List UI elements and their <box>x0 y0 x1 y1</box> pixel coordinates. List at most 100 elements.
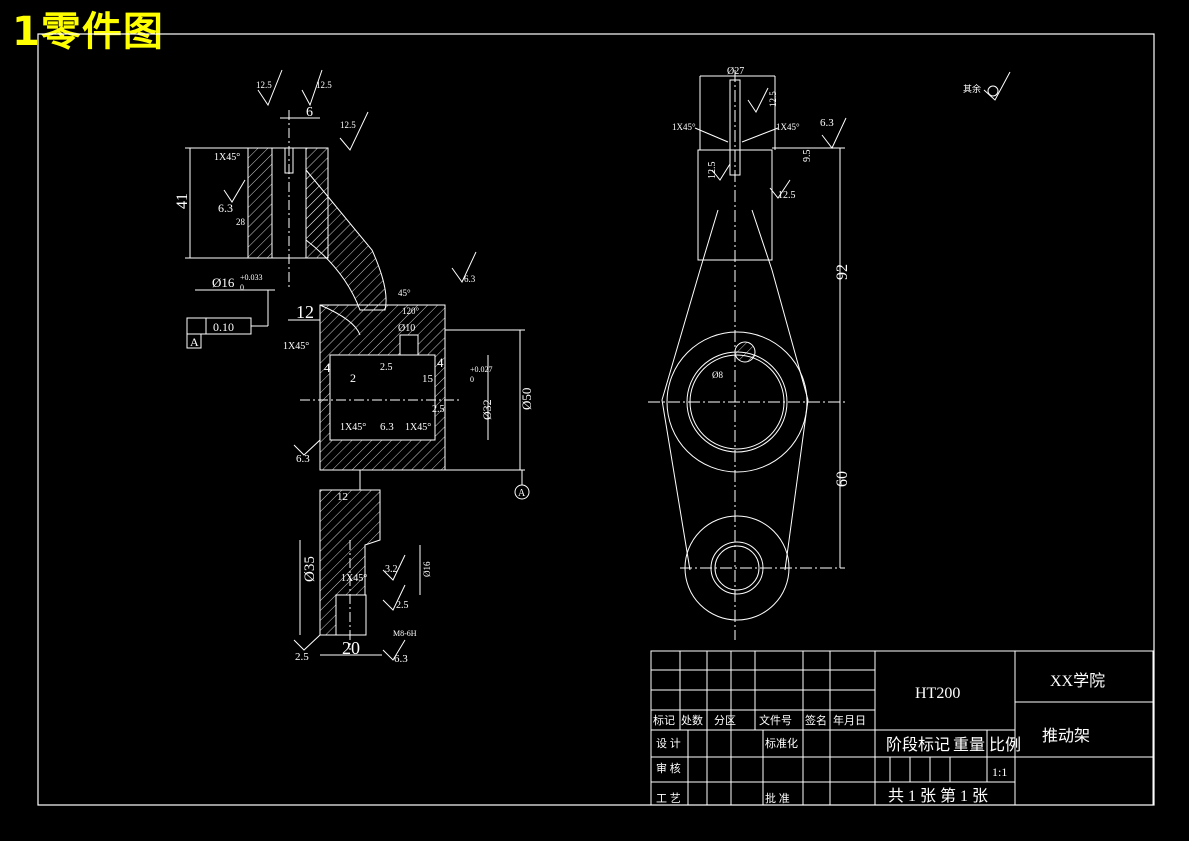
dim-4-left: 4 <box>324 360 331 375</box>
chamfer-4: 1X45° <box>405 422 431 433</box>
roughness-label: 6.3 <box>464 274 476 284</box>
header-count: 处数 <box>681 714 703 727</box>
dim-2: 2 <box>350 371 356 385</box>
standard-label: 标准化 <box>765 736 798 750</box>
roughness-label: 6.3 <box>820 117 834 129</box>
school-name: XX学院 <box>1050 672 1105 690</box>
roughness-symbol <box>382 584 406 611</box>
roughness-label: 6.3 <box>394 653 408 665</box>
roughness-symbol <box>382 639 406 661</box>
roughness-label: 2.5 <box>295 651 309 663</box>
header-file-no: 文件号 <box>759 713 792 727</box>
dim-12-lower: 12 <box>337 491 348 503</box>
dim-phi27: Ø27 <box>727 66 744 77</box>
dim-12-upper: 12 <box>296 302 314 322</box>
roughness-symbol-circle <box>987 85 999 97</box>
datum-box <box>186 333 202 349</box>
dim-phi32-tolerance: +0.027 <box>470 365 493 374</box>
right-arm-outline <box>751 209 809 401</box>
approve-label: 批 准 <box>765 791 790 805</box>
review-label: 审 核 <box>656 761 681 775</box>
roughness-label: 3.2 <box>385 564 398 575</box>
dim-6: 6 <box>306 105 313 120</box>
roughness-symbol <box>293 634 321 651</box>
sheet-count: 共 1 张 第 1 张 <box>888 787 988 805</box>
dim-phi16-tolerance: +0.033 <box>240 273 263 282</box>
dim-15: 15 <box>422 373 434 385</box>
roughness-label: 12.5 <box>778 190 796 201</box>
dim-41: 41 <box>174 193 191 209</box>
roughness-label: 12.5 <box>316 80 332 90</box>
roughness-symbol <box>339 111 369 151</box>
header-zone: 分区 <box>714 714 736 727</box>
design-label: 设 计 <box>656 737 681 750</box>
chamfer-5: 1X45° <box>341 573 367 584</box>
dim-phi32-tolerance-lower: 0 <box>470 375 474 384</box>
roughness-label: 2.5 <box>432 404 445 415</box>
dim-28: 28 <box>236 217 246 227</box>
right-view-labels: Ø27 92 60 Ø8 9.5 1X45° 1X45° 12.5 6.3 12… <box>672 66 981 487</box>
part-name: 推动架 <box>1042 727 1090 745</box>
roughness-symbol <box>821 117 847 149</box>
dim-phi50: Ø50 <box>519 388 534 410</box>
roughness-symbol <box>293 439 321 456</box>
roughness-symbol <box>382 554 406 581</box>
right-front-view <box>648 70 1011 640</box>
roughness-symbol <box>257 69 283 107</box>
right-arm-outline <box>661 209 719 401</box>
roughness-label: 2.5 <box>396 600 409 611</box>
dim-45: 45° <box>398 288 411 298</box>
roughness-label: 12.5 <box>707 162 718 180</box>
datum-reference-letter: A <box>518 488 526 499</box>
dim-60: 60 <box>834 471 851 487</box>
roughness-symbol <box>983 71 1011 101</box>
arm-section <box>305 168 387 311</box>
process-label: 工 艺 <box>656 792 681 805</box>
header-date: 年月日 <box>833 713 866 727</box>
dim-phi35: Ø35 <box>302 556 318 582</box>
dim-92: 92 <box>834 264 851 280</box>
tolerance-value: 0.10 <box>213 320 234 334</box>
main-boss-outer <box>666 331 808 473</box>
drawing-frame <box>37 33 1155 806</box>
roughness-label: 6.3 <box>218 201 233 215</box>
title-block <box>650 650 1154 806</box>
dim-4-right: 4 <box>437 355 444 370</box>
roughness-symbol <box>747 87 769 113</box>
chamfer-1: 1X45° <box>214 152 240 163</box>
chamfer-2: 1X45° <box>283 341 309 352</box>
header-signature: 签名 <box>805 713 827 727</box>
chamfer-right-1: 1X45° <box>672 122 696 132</box>
dim-phi10: Ø10 <box>398 323 415 334</box>
dim-phi16: Ø16 <box>212 275 235 290</box>
roughness-symbol <box>301 69 323 107</box>
dim-20: 20 <box>342 638 360 658</box>
material: HT200 <box>915 685 960 702</box>
chamfer-right-2: 1X45° <box>776 122 800 132</box>
roughness-label: 6.3 <box>380 421 394 433</box>
stage-mark-label: 阶段标记 <box>886 736 950 754</box>
roughness-label: 6.3 <box>296 453 310 465</box>
title-block-text: HT200 XX学院 推动架 标记 处数 分区 文件号 签名 年月日 设 计 标… <box>653 672 1105 805</box>
dim-120-angle: 120° <box>402 306 420 316</box>
roughness-symbol <box>451 251 477 283</box>
roughness-label: 12.5 <box>256 80 272 90</box>
roughness-label: 2.5 <box>380 362 393 373</box>
dim-9-5: 9.5 <box>802 150 813 163</box>
scale-value: 1:1 <box>992 765 1007 779</box>
roughness-symbol <box>769 179 791 199</box>
sheet-caption: 1零件图 <box>12 9 164 55</box>
weight-label: 重量 <box>953 736 985 754</box>
roughness-symbol <box>223 179 246 203</box>
dim-phi16-bottom: Ø16 <box>422 561 432 577</box>
roughness-symbol <box>711 163 731 181</box>
dim-phi8: Ø8 <box>712 370 723 380</box>
chamfer-3: 1X45° <box>340 422 366 433</box>
note-other-surfaces: 其余 <box>963 83 981 94</box>
dim-m8: M8-6H <box>393 629 417 638</box>
roughness-label: 12.5 <box>340 120 356 130</box>
dim-phi16-tolerance-lower: 0 <box>240 283 244 292</box>
left-view-labels: 41 6 12 12 20 4 4 2 15 28 Ø16 +0.033 0 Ø… <box>174 80 534 665</box>
header-mark: 标记 <box>653 713 675 727</box>
